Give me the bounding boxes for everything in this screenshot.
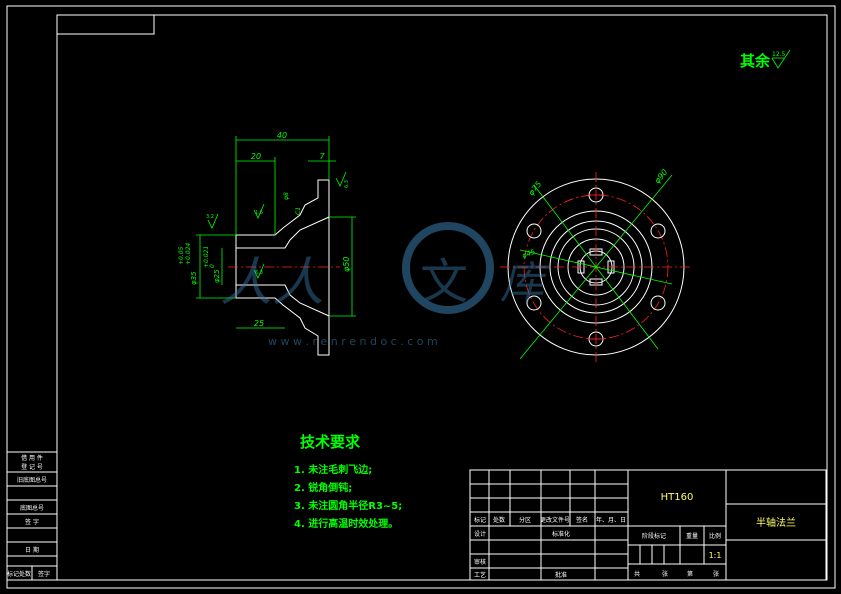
- dim-flange-thickness: 7: [319, 152, 325, 161]
- dim-bore-depth: 25: [254, 319, 264, 328]
- svg-text:库: 库: [500, 258, 551, 309]
- label-zone: 分区: [519, 516, 531, 524]
- section-roughness-b: 1.6: [255, 210, 263, 216]
- dim-outer-dia: φ50: [342, 257, 351, 272]
- roughness-note: 其余 12.5: [740, 49, 791, 70]
- label-total: 共: [634, 570, 640, 578]
- dim-neck-length: 20: [251, 152, 261, 161]
- sidebar-label-5: 日 期: [25, 546, 39, 554]
- sidebar-label-1: 登 记 号: [21, 463, 43, 471]
- label-process: 工艺: [474, 571, 486, 579]
- dim-hub-tol-upper: +0.05: [178, 246, 185, 265]
- tech-item-4: 4. 进行高温时效处理。: [294, 517, 398, 530]
- dim-bore-tol-lower: 0: [209, 264, 216, 268]
- title-block: HT160 半轴法兰 1:1 标记 处数 分区 更改文件号 签名 年、月、日 设…: [469, 469, 827, 581]
- material: HT160: [661, 492, 694, 503]
- label-approve: 批准: [555, 571, 567, 579]
- label-stage: 阶段标记: [642, 532, 666, 540]
- tech-title: 技术要求: [300, 433, 361, 451]
- dim-bore-tol-upper: +0.021: [203, 246, 210, 268]
- part-name: 半轴法兰: [756, 516, 796, 529]
- top-left-box: [56, 14, 155, 35]
- svg-text:人人: 人人: [220, 253, 324, 313]
- dim-od-front: φ90: [653, 168, 670, 186]
- sidebar-label-7: 签字: [38, 570, 50, 578]
- section-roughness-a: 3.2: [206, 214, 214, 220]
- section-roughness-d: 6.3: [344, 180, 350, 188]
- section-roughness-c: 6.3: [255, 270, 263, 276]
- label-ratio: 比例: [709, 532, 721, 540]
- watermark-url: w w w . r e n r e n d o c . c o m: [268, 335, 438, 348]
- dim-small: φ8: [283, 192, 290, 200]
- label-mark: 标记: [474, 516, 486, 524]
- tech-item-2: 2. 锐角倒钝;: [294, 481, 352, 494]
- roughness-label: 其余: [740, 52, 771, 70]
- sidebar-label-6: 标记处数: [7, 570, 31, 578]
- inner-border: [56, 14, 828, 581]
- dim-chamfer: C1: [295, 207, 302, 215]
- label-change-doc: 更改文件号: [540, 516, 570, 524]
- dim-bore-dia: φ25: [213, 269, 221, 283]
- tech-item-1: 1. 未注毛刺飞边;: [294, 463, 372, 476]
- sidebar-label-3: 底图总号: [20, 504, 44, 512]
- tech-item-3: 3. 未注圆角半径R3~5;: [294, 499, 402, 512]
- svg-text:文: 文: [420, 254, 468, 310]
- watermark: 人人 文 库 w w w . r e n r e n d o c . c o m: [220, 222, 551, 348]
- sidebar-label-4: 签 字: [25, 518, 39, 526]
- label-date: 年、月、日: [596, 516, 626, 524]
- dim-hub-dia: φ35: [190, 271, 198, 285]
- sidebar-label-2: 旧底图总号: [17, 476, 47, 484]
- label-sheet-a: 张: [662, 570, 668, 578]
- label-weight: 重量: [686, 532, 698, 540]
- sidebar-label-0: 借 用 件: [21, 454, 43, 462]
- label-count: 处数: [493, 516, 505, 524]
- label-no: 第: [687, 570, 693, 578]
- dim-hub-tol-lower: +0.024: [185, 243, 192, 265]
- label-check: 审核: [474, 558, 486, 566]
- section-view: 40 20 7 25 φ50 φ35 +0.05 +0.024 φ25 +0.0…: [178, 131, 356, 356]
- label-sheet-b: 张: [713, 570, 719, 578]
- front-view: φ75 φ90 φ45: [500, 168, 692, 362]
- dim-total-length: 40: [277, 131, 287, 140]
- label-design: 设计: [474, 530, 486, 538]
- tech-requirements: 技术要求 1. 未注毛刺飞边; 2. 锐角倒钝; 3. 未注圆角半径R3~5; …: [294, 433, 402, 530]
- label-sign: 签名: [576, 516, 588, 524]
- sidebar-table: 借 用 件 登 记 号 旧底图总号 底图总号 签 字 日 期 标记处数 签字: [6, 451, 58, 581]
- scale: 1:1: [709, 551, 722, 560]
- roughness-value: 12.5: [772, 51, 786, 58]
- label-standard: 标准化: [552, 530, 570, 538]
- outer-border: [6, 5, 836, 589]
